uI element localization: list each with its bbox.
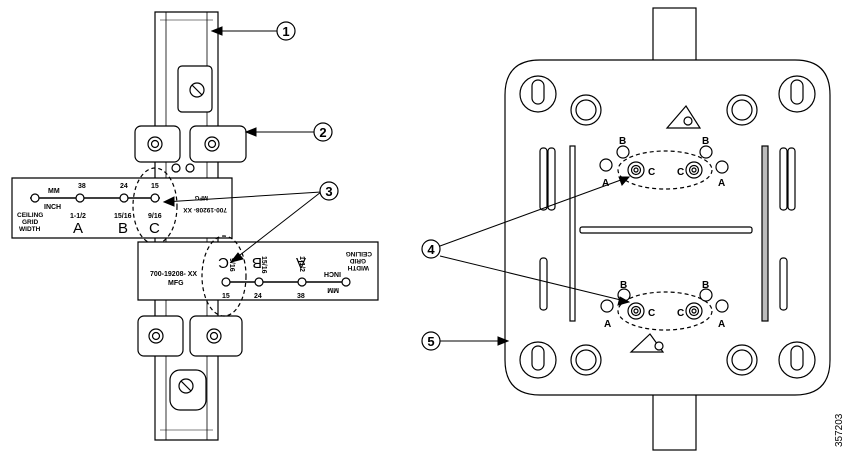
hole-label: B xyxy=(619,136,626,147)
hole-label: A xyxy=(718,319,725,330)
lower-hole-cluster xyxy=(600,288,729,331)
gauge-part-number: 700-19208- XX xyxy=(183,206,227,213)
left-rail-assembly xyxy=(11,11,379,441)
gauge-inch-label: INCH xyxy=(44,204,61,211)
gauge-inch-value: 15/16 xyxy=(260,256,267,274)
gauge-mm-label: MM xyxy=(327,286,339,293)
gauge-inch-value: 9/16 xyxy=(148,213,162,220)
callout-3: 3 xyxy=(319,181,339,201)
gauge-letter: A xyxy=(296,254,306,271)
hole-label: A xyxy=(604,319,611,330)
grid-gauge-lower xyxy=(137,235,379,317)
callout-2: 2 xyxy=(313,122,333,142)
gauge-inch-value: 15/16 xyxy=(114,213,132,220)
gauge-title-line: CEILING xyxy=(346,250,372,257)
gauge-mm-value: 38 xyxy=(297,293,305,300)
callout-number: 3 xyxy=(325,184,332,199)
left-callouts xyxy=(162,26,322,263)
gauge-inch-value: 1-1/2 xyxy=(70,213,86,220)
hole-label: B xyxy=(702,136,709,147)
callout-4: 4 xyxy=(421,239,441,259)
gauge-mm-value: 24 xyxy=(120,183,128,190)
figure-number: 357203 xyxy=(834,413,845,447)
gauge-mm-value: 38 xyxy=(78,183,86,190)
gauge-inch-value: 1-1/2 xyxy=(298,256,305,272)
gauge-title-line: WIDTH xyxy=(347,264,369,271)
plate-hole-labels: B A C B C A B A C B C A xyxy=(602,136,725,330)
callout-number: 1 xyxy=(282,24,289,39)
callout-number: 2 xyxy=(319,125,326,140)
hole-label: A xyxy=(718,178,725,189)
gauge-title-line: WIDTH xyxy=(19,226,41,233)
right-callouts xyxy=(439,176,631,346)
gauge-mm-value: 15 xyxy=(151,183,159,190)
gauge-part-number: 700-19208- XX xyxy=(150,271,197,278)
gauge-title-line: CEILING xyxy=(17,212,43,219)
gauge-lower-text: 700-19208- XX MFG 9/16 15/16 1-1/2 15 24… xyxy=(150,250,372,300)
callout-number: 5 xyxy=(427,334,434,349)
hole-label: C xyxy=(648,308,655,319)
grid-gauge-upper xyxy=(11,167,233,245)
gauge-letter: A xyxy=(73,220,83,237)
upper-bracket-clips xyxy=(134,125,247,173)
gauge-mfg: MFG xyxy=(194,194,208,200)
gauge-title-line: GRID xyxy=(22,219,39,226)
gauge-inch-value: 9/16 xyxy=(228,258,235,272)
top-rail-clip xyxy=(177,65,213,113)
gauge-upper-text: MM INCH 38 24 15 1-1/2 15/16 9/16 CEILIN… xyxy=(17,183,227,237)
gauge-mm-value: 15 xyxy=(222,293,230,300)
gauge-letter: B xyxy=(118,220,128,237)
hole-label: B xyxy=(702,280,709,291)
upper-hole-cluster xyxy=(599,145,729,190)
hole-label: C xyxy=(677,167,684,178)
gauge-mm-value: 24 xyxy=(254,293,262,300)
callout-5: 5 xyxy=(421,331,441,351)
gauge-inch-label: INCH xyxy=(324,270,341,277)
gauge-mfg: MFG xyxy=(168,280,184,287)
lower-bracket-clips xyxy=(137,315,243,357)
hole-label: C xyxy=(677,308,684,319)
gauge-mm-label: MM xyxy=(48,188,60,195)
gauge-letter: B xyxy=(252,254,262,271)
gauge-title-line: GRID xyxy=(349,257,366,264)
callout-number: 4 xyxy=(427,242,435,257)
hole-label: A xyxy=(602,178,609,189)
hole-label: B xyxy=(620,280,627,291)
callout-1: 1 xyxy=(276,21,296,41)
right-plate-assembly xyxy=(504,7,831,451)
gauge-letter: C xyxy=(149,220,160,237)
gauge-letter: C xyxy=(218,254,229,271)
bottom-rail-clip xyxy=(169,369,207,411)
hole-label: C xyxy=(648,167,655,178)
